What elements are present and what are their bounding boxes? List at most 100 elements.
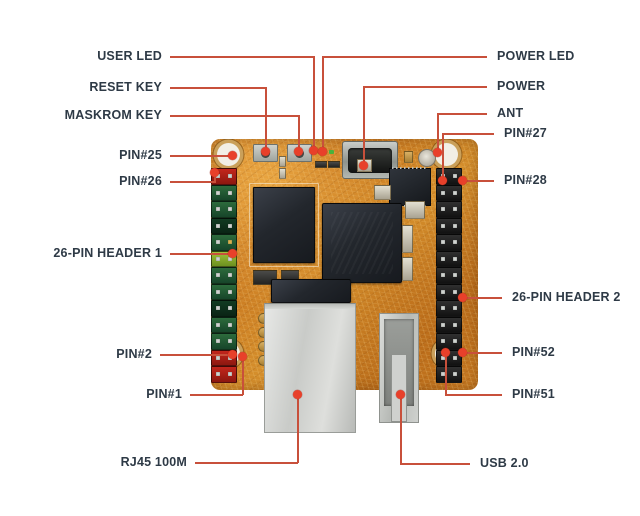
smd-pad-array <box>402 225 413 253</box>
marker-pin28 <box>458 176 467 185</box>
label-pin-52: PIN#52 <box>512 345 555 359</box>
marker-pin52 <box>458 348 467 357</box>
marker-pin2 <box>228 350 237 359</box>
antenna-pad <box>418 149 436 167</box>
leader-pin51-horizontal <box>445 394 502 396</box>
header2-pin-row <box>436 184 462 201</box>
header2-pin-row <box>436 201 462 218</box>
header2-pin-row <box>436 267 462 284</box>
header2-pin-row <box>436 316 462 333</box>
ethernet-magnetics <box>271 279 351 303</box>
leader-pin52-horizontal <box>462 352 502 354</box>
header1-pin-row <box>211 217 237 234</box>
leader-pin1-vertical <box>242 356 244 395</box>
pin-header-1 <box>211 168 237 383</box>
marker-pin25 <box>228 151 237 160</box>
smd-inductor <box>374 185 391 200</box>
header2-pin-row <box>436 250 462 267</box>
leader-pin2-horizontal <box>160 354 232 356</box>
marker-pin26 <box>210 168 219 177</box>
label-pin-2: PIN#2 <box>116 347 152 361</box>
header2-pin-row <box>436 366 462 383</box>
label-header-2: 26-PIN HEADER 2 <box>512 290 621 304</box>
header1-pin-row <box>211 184 237 201</box>
marker-user-led <box>309 146 318 155</box>
leader-pin25-horizontal <box>170 155 232 157</box>
leader-pin27-vertical <box>442 133 444 180</box>
leader-pin27-horizontal <box>442 133 494 135</box>
header2-pin-row <box>436 234 462 251</box>
leader-usb-horizontal <box>400 463 470 465</box>
usb-a-shell <box>391 354 407 422</box>
smd-pad-array <box>402 257 413 281</box>
marker-maskrom-key <box>294 147 303 156</box>
leader-power-led-horizontal <box>322 56 487 58</box>
leader-ant-horizontal <box>437 113 487 115</box>
leader-user-led-vertical <box>313 56 315 150</box>
leader-pin26-vertical <box>214 172 216 182</box>
marker-usb <box>396 390 405 399</box>
leader-power-horizontal <box>363 86 487 88</box>
label-reset-key: RESET KEY <box>89 80 162 94</box>
leader-usb-vertical <box>400 394 402 464</box>
leader-maskrom-key-horizontal <box>170 115 300 117</box>
label-header-1: 26-PIN HEADER 1 <box>53 246 162 260</box>
leader-header1-horizontal <box>170 253 232 255</box>
ram-chip <box>253 187 315 263</box>
header1-pin-row <box>211 366 237 383</box>
label-pin-27: PIN#27 <box>504 126 547 140</box>
header1-pin-row <box>211 283 237 300</box>
leader-pin28-horizontal <box>462 180 494 182</box>
leader-rj45-horizontal <box>195 462 298 464</box>
header1-pin-row <box>211 316 237 333</box>
leader-pin51-vertical <box>445 352 447 395</box>
header1-pin-row <box>211 333 237 350</box>
header1-pin-row <box>211 300 237 317</box>
marker-pin1 <box>238 352 247 361</box>
header2-pin-row <box>436 217 462 234</box>
leader-user-led-horizontal <box>170 56 314 58</box>
label-pin-51: PIN#51 <box>512 387 555 401</box>
marker-ant <box>433 148 442 157</box>
label-power-led: POWER LED <box>497 49 575 63</box>
label-maskrom-key: MASKROM KEY <box>64 108 162 122</box>
usb-a-connector <box>379 313 419 423</box>
header2-pin-row <box>436 333 462 350</box>
label-usb: USB 2.0 <box>480 456 529 470</box>
marker-reset-key <box>261 147 270 156</box>
marker-pin51 <box>441 348 450 357</box>
marker-pin27 <box>438 176 447 185</box>
crystal-oscillator <box>405 201 425 219</box>
header1-pin-row <box>211 234 237 251</box>
leader-ant-vertical <box>437 113 439 152</box>
marker-header1 <box>228 249 237 258</box>
marker-rj45 <box>293 390 302 399</box>
leader-power-led-vertical <box>322 56 324 151</box>
leader-reset-key-horizontal <box>170 87 267 89</box>
pin-header-2 <box>436 168 462 383</box>
label-ant: ANT <box>497 106 524 120</box>
smd-resistor <box>315 161 327 168</box>
leader-maskrom-key-vertical <box>298 115 300 151</box>
smd-capacitor <box>279 156 286 167</box>
leader-pin26-horizontal <box>170 181 216 183</box>
header1-pin-row <box>211 201 237 218</box>
leader-rj45-vertical <box>297 394 299 463</box>
label-pin-28: PIN#28 <box>504 173 547 187</box>
smd-pad <box>404 151 413 163</box>
soc-chip <box>322 203 402 283</box>
silkscreen-outline <box>249 183 319 267</box>
smd-resistor <box>328 161 340 168</box>
rj45-ethernet-connector <box>264 303 356 433</box>
leader-reset-key-vertical <box>265 87 267 151</box>
smd-capacitor <box>279 168 286 179</box>
header2-pin-row <box>436 283 462 300</box>
leader-pin1-horizontal <box>190 394 243 396</box>
leader-header2-horizontal <box>462 297 502 299</box>
header1-pin-row <box>211 267 237 284</box>
power-led-component <box>329 150 334 154</box>
marker-header2 <box>458 293 467 302</box>
header2-pin-row <box>436 300 462 317</box>
label-power: POWER <box>497 79 546 93</box>
